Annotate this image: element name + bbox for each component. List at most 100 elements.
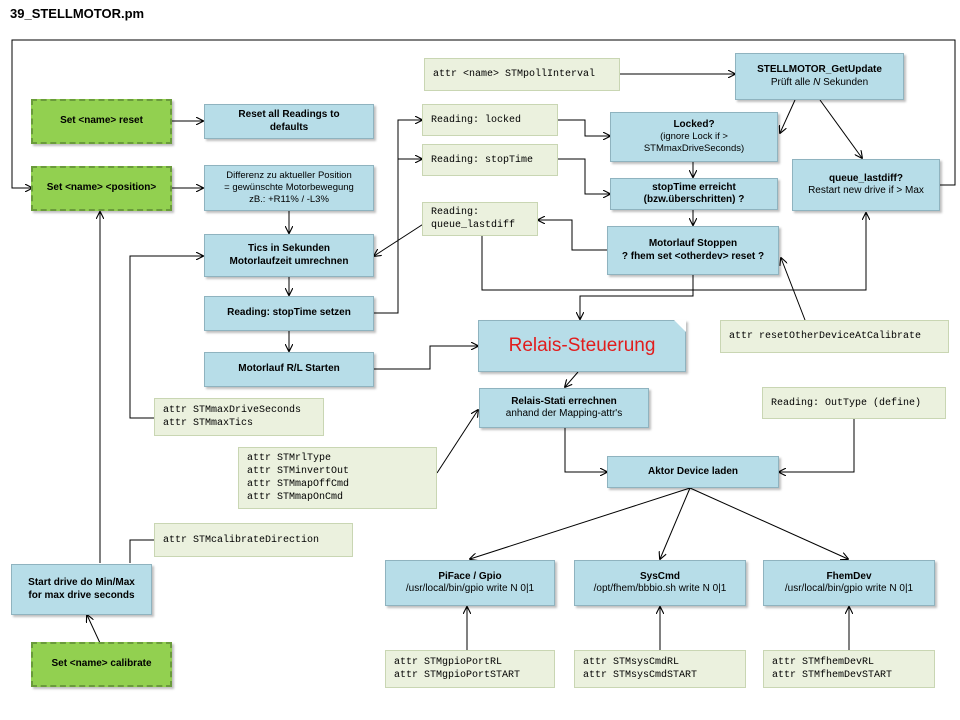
attr-poll-interval-text: attr <name> STMpollInterval [433,69,596,80]
reset-all-readings-node: Reset all Readings to defaults [204,104,374,139]
edge-maxdrive-tics [129,256,203,419]
edge-aktor-piface [470,487,691,559]
motorlauf-stoppen-line2: ? fhem set <otherdev> reset ? [621,250,765,262]
attr-calibrate-direction: attr STMcalibrateDirection [154,523,353,557]
locked-node: Locked? (ignore Lock if > STMmaxDriveSec… [610,112,778,162]
attr-fhemdev: attr STMfhemDevRL attr STMfhemDevSTART [763,650,935,688]
get-update-sub-b: Sekunden [823,76,869,88]
set-reset-node: Set <name> reset [31,99,172,144]
locked-line1: Locked? [673,118,715,130]
aktor-device-node: Aktor Device laden [607,456,779,488]
attr-gpio-ports: attr STMgpioPortRL attr STMgpioPortSTART [385,650,555,688]
stoptime-erreicht-line1: stopTime erreicht [652,181,736,193]
start-drive-node: Start drive do Min/Max for max drive sec… [11,564,152,615]
fhemdev-title: FhemDev [826,570,872,582]
reading-queue-lastdiff: Reading: queue_lastdiff [422,202,538,236]
attr-gpio-line1: attr STMgpioPortRL [394,657,503,668]
stoptime-setzen-label: Reading: stopTime setzen [227,307,351,319]
reset-all-line2: defaults [269,121,309,133]
reading-outtype-text: Reading: OutType (define) [771,397,922,409]
attr-mapping-line2: attr STMinvertOut [247,466,350,477]
edge-update-queue [819,99,862,158]
edge-relais-stati [565,371,579,387]
attr-max-drive-line1: attr STMmaxDriveSeconds [163,405,302,416]
motorlauf-stoppen-line1: Motorlauf Stoppen [648,238,738,249]
set-position-node: Set <name> <position> [31,166,172,211]
edge-aktor-fhemdev [689,487,848,559]
syscmd-node: SysCmd /opt/fhem/bbbio.sh write N 0|1 [574,560,746,606]
edge-reading-locked [558,119,610,136]
edge-stati-aktor [564,428,607,472]
locked-line3: STMmaxDriveSeconds) [643,143,745,155]
set-calibrate-label: Set <name> calibrate [51,658,152,670]
reading-queue-line1: Reading: [431,207,480,218]
queue-lastdiff-node: queue_lastdiff? Restart new drive if > M… [792,159,940,211]
reading-locked-text: Reading: locked [431,114,522,126]
piface-title: PiFace / Gpio [438,570,502,582]
queue-lastdiff-line2: Restart new drive if > Max [808,185,924,196]
edge-stoppen-queue-reading [538,220,607,251]
edge-outtype-aktor [779,419,855,472]
piface-node: PiFace / Gpio /usr/local/bin/gpio write … [385,560,555,606]
get-update-sub-n: N [813,76,821,88]
motorlauf-stoppen-node: Motorlauf Stoppen ? fhem set <otherdev> … [607,226,779,275]
edge-stoptime-readings [374,120,422,314]
edge-calibrate-start [87,615,101,644]
get-update-title: STELLMOTOR_GetUpdate [757,64,882,75]
edge-resetother-stoppen [781,258,806,321]
differenz-node: Differenz zu aktueller Position = gewüns… [204,165,374,211]
piface-cmd: /usr/local/bin/gpio write N 0|1 [405,583,535,594]
tics-line2: Motorlaufzeit umrechnen [229,255,349,267]
relais-steuerung-node: Relais-Steuerung [478,320,686,372]
motorlauf-starten-label: Motorlauf R/L Starten [238,363,340,375]
edge-calibrate-direction [129,539,154,563]
reading-outtype: Reading: OutType (define) [762,387,946,419]
stoptime-setzen-node: Reading: stopTime setzen [204,296,374,331]
edge-queue-reading-tics [374,220,429,256]
get-update-sub-a: Prüft alle [770,76,811,88]
attr-syscmd: attr STMsysCmdRL attr STMsysCmdSTART [574,650,746,688]
attr-mapping: attr STMrlType attr STMinvertOut attr ST… [238,447,437,509]
relais-stati-line1: Relais-Stati errechnen [511,395,617,407]
attr-syscmd-line2: attr STMsysCmdSTART [583,670,698,681]
syscmd-cmd: /opt/fhem/bbbio.sh write N 0|1 [593,583,727,594]
reading-queue-line2: queue_lastdiff [431,220,516,231]
edge-queue-reading-queue [481,213,866,291]
attr-gpio-line2: attr STMgpioPortSTART [394,670,521,681]
reading-stoptime: Reading: stopTime [422,144,558,176]
attr-mapping-line4: attr STMmapOnCmd [247,492,344,503]
reset-all-line1: Reset all Readings to [238,109,340,120]
attr-calibrate-direction-text: attr STMcalibrateDirection [163,534,320,546]
reading-locked: Reading: locked [422,104,558,136]
stoptime-erreicht-line2: (bzw.überschritten) ? [643,194,745,205]
loop-queue-to-position [11,39,956,188]
attr-fhemdev-line2: attr STMfhemDevSTART [772,670,893,681]
get-update-node: STELLMOTOR_GetUpdate Prüft alle N Sekund… [735,53,904,100]
queue-lastdiff-line1: queue_lastdiff? [829,172,903,184]
locked-line2: (ignore Lock if > [660,131,728,143]
aktor-device-label: Aktor Device laden [647,465,739,477]
attr-syscmd-line1: attr STMsysCmdRL [583,657,680,668]
attr-fhemdev-line1: attr STMfhemDevRL [772,657,875,668]
set-reset-label: Set <name> reset [60,115,143,127]
get-update-subtitle: Prüft alle N Sekunden [771,77,868,90]
edge-stoppen-relais [580,275,694,319]
fhemdev-cmd: /usr/local/bin/gpio write N 0|1 [784,583,914,594]
attr-mapping-line1: attr STMrlType [247,453,332,464]
relais-steuerung-label: Relais-Steuerung [508,335,656,356]
relais-stati-line2: anhand der Mapping-attr's [505,408,623,419]
fhemdev-node: FhemDev /usr/local/bin/gpio write N 0|1 [763,560,935,606]
set-calibrate-node: Set <name> calibrate [31,642,172,687]
tics-node: Tics in Sekunden Motorlaufzeit umrechnen [204,234,374,277]
attr-reset-other-text: attr resetOtherDeviceAtCalibrate [729,331,922,342]
edge-aktor-syscmd [660,487,691,559]
syscmd-title: SysCmd [639,570,680,582]
differenz-line3: zB.: +R11% / -L3% [249,193,329,205]
start-drive-line1: Start drive do Min/Max [28,577,135,588]
motorlauf-starten-node: Motorlauf R/L Starten [204,352,374,387]
edge-reading-stoptime [558,158,610,194]
page-title: 39_STELLMOTOR.pm [10,6,145,21]
stoptime-erreicht-node: stopTime erreicht (bzw.überschritten) ? [610,178,778,210]
reading-stoptime-text: Reading: stopTime [431,154,534,166]
